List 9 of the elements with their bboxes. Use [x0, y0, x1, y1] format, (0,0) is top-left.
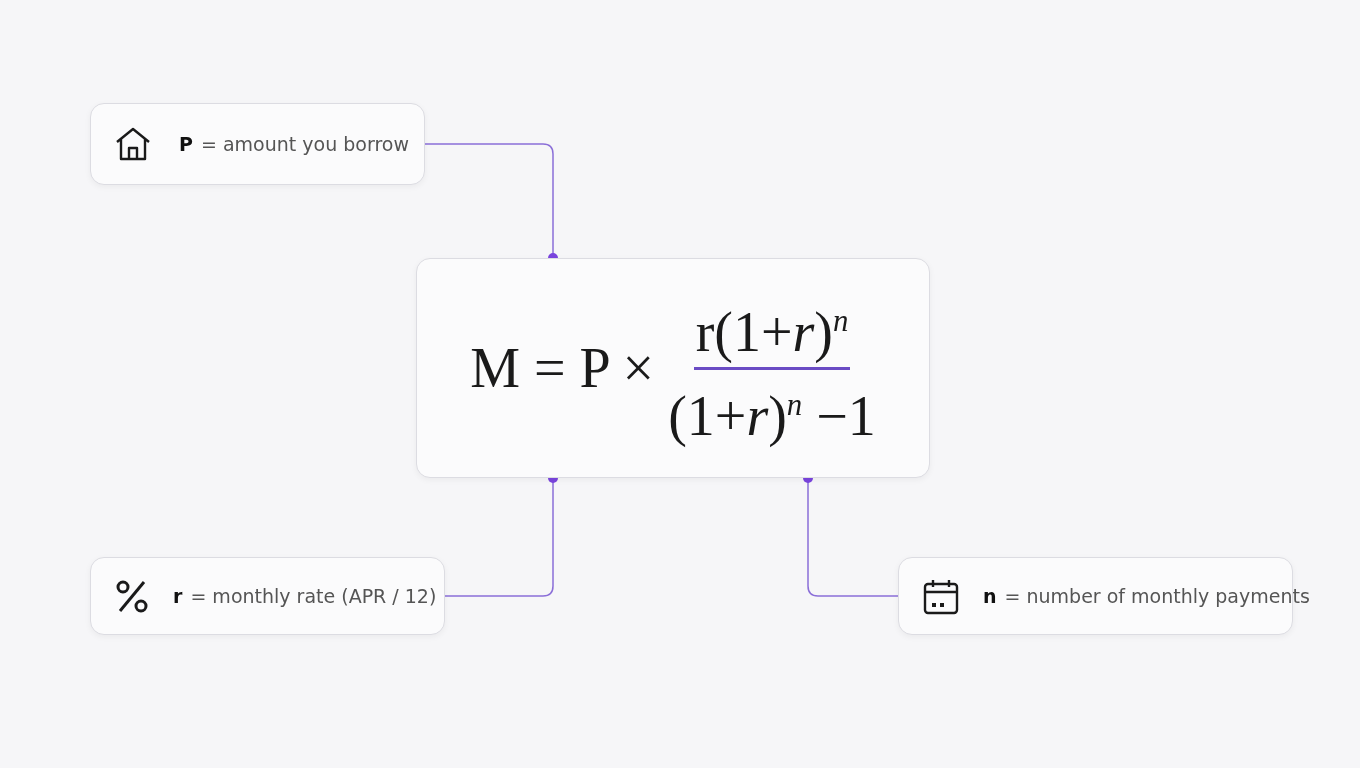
formula-left-side: M = P ×: [470, 336, 655, 400]
fraction-denominator: (1+r)$^{n}$ −1: [668, 383, 876, 447]
variable-card: [90, 557, 445, 635]
variable-card: [90, 103, 425, 185]
variable-definition: P = amount you borrow: [179, 133, 409, 155]
variable-definition: r = monthly rate (APR / 12): [173, 585, 437, 607]
variable-definition: n = number of monthly payments: [983, 585, 1310, 607]
formula-box: [416, 258, 930, 478]
fraction-numerator: r(1+r)$^{n}$: [693, 289, 851, 370]
